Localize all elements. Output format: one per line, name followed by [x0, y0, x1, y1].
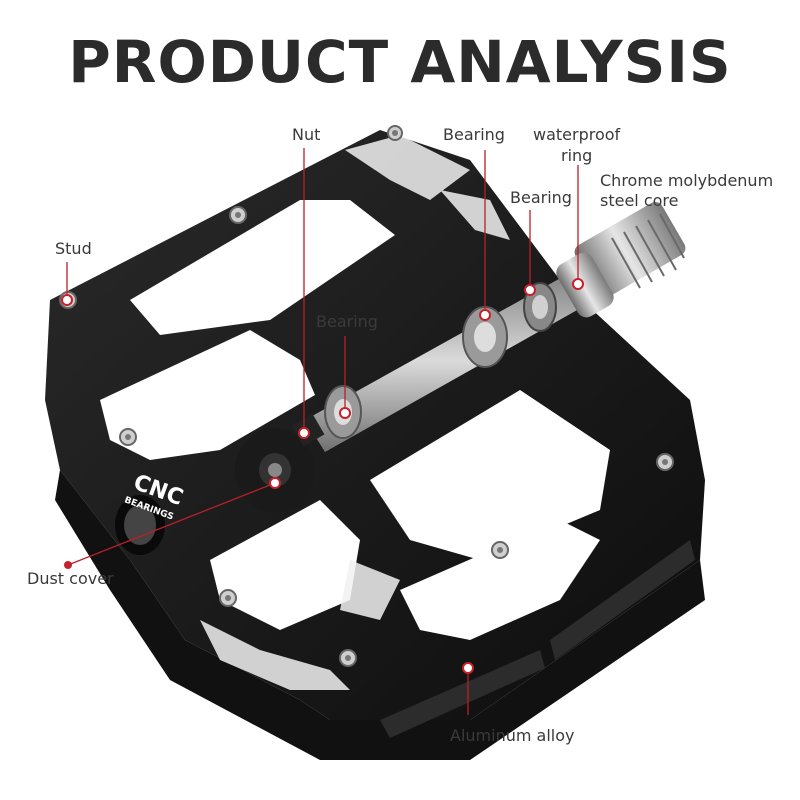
label-bearing-right: Bearing [510, 188, 572, 207]
label-nut: Nut [292, 125, 321, 144]
stud-icon [656, 453, 674, 471]
callout-leaders [66, 148, 579, 715]
label-bearing-mid: Bearing [316, 312, 378, 331]
stud-icon [339, 649, 357, 667]
stud-icon [387, 125, 403, 141]
label-chrome-core-1: Chrome molybdenum [600, 171, 774, 190]
stud-icon [229, 206, 247, 224]
stud-icon [119, 428, 137, 446]
label-dust-cover: Dust cover [27, 569, 114, 588]
label-aluminum-alloy: Aluminum alloy [450, 726, 575, 745]
page-title: PRODUCT ANALYSIS [68, 28, 732, 96]
studs [59, 125, 674, 667]
label-waterproof-ring-2: ring [561, 146, 593, 165]
stud-icon [491, 541, 509, 559]
label-bearing-top: Bearing [443, 125, 505, 144]
pedal-body [45, 130, 705, 760]
label-chrome-core-2: steel core [600, 191, 679, 210]
stud-icon [219, 589, 237, 607]
label-stud: Stud [55, 239, 92, 258]
spindle [291, 201, 686, 452]
callout-dots [61, 278, 584, 674]
label-waterproof-ring-1: waterproof [533, 125, 621, 144]
